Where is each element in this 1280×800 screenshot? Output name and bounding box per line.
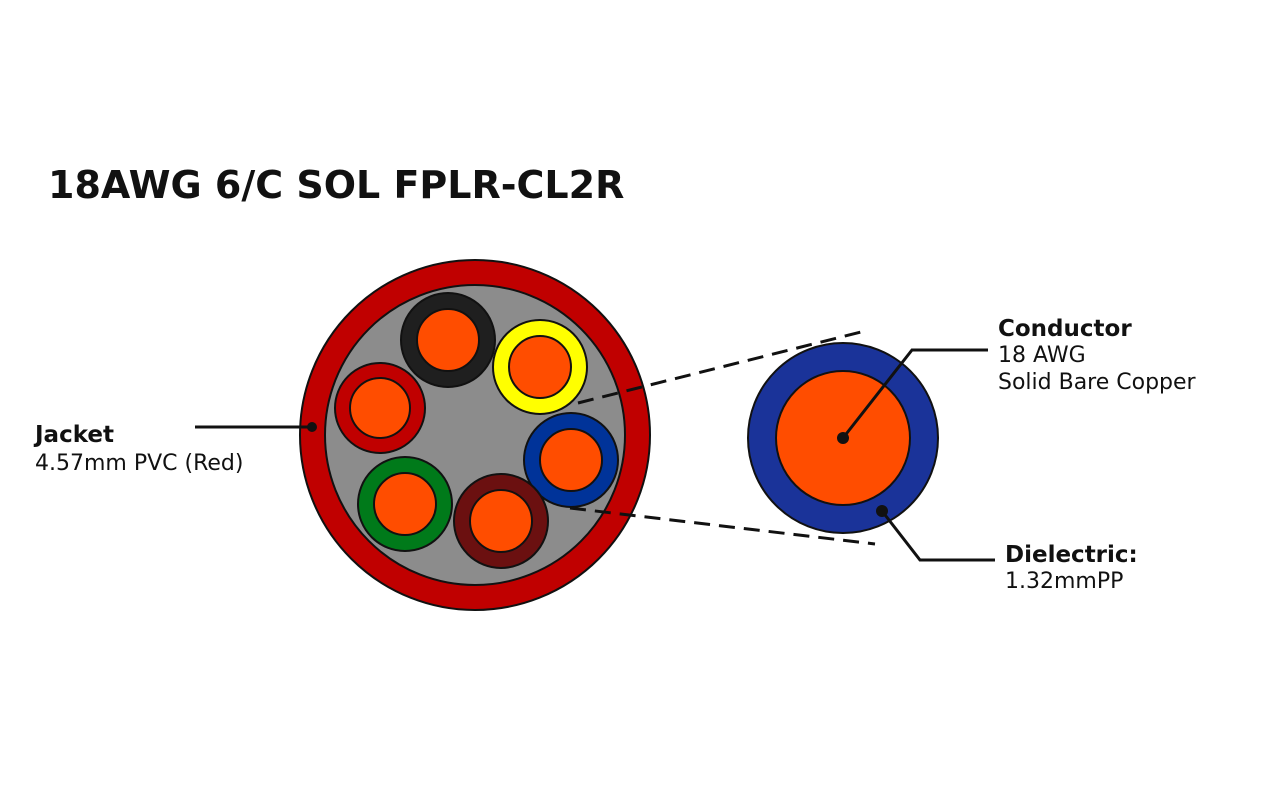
copper-core [416, 308, 480, 372]
dielectric-detail: 1.32mmPP [1005, 569, 1123, 594]
copper-core [373, 472, 437, 536]
cable-cross-section [299, 259, 651, 611]
copper-core [349, 377, 411, 439]
jacket-heading: Jacket [33, 422, 114, 448]
copper-core [539, 428, 603, 492]
jacket-detail: 4.57mm PVC (Red) [35, 451, 243, 476]
conductor-brown [453, 473, 549, 569]
conductor-heading: Conductor [998, 316, 1132, 342]
conductor-leader-line [841, 348, 988, 439]
zoom-line-lower [569, 506, 876, 546]
dielectric-heading: Dielectric: [1005, 542, 1138, 568]
conductor-yellow [492, 319, 588, 415]
conductor-red [334, 362, 426, 454]
conductor-green [357, 456, 453, 552]
copper-core [508, 335, 572, 399]
conductor-callout: Conductor 18 AWG Solid Bare Copper [837, 316, 1197, 444]
cable-title: 18AWG 6/C SOL FPLR-CL2R [48, 163, 624, 207]
copper-core [469, 489, 533, 553]
conductor-gauge: 18 AWG [998, 343, 1086, 368]
dielectric-callout: Dielectric: 1.32mmPP [876, 505, 1138, 594]
conductor-blue [523, 412, 619, 508]
dielectric-leader-line [880, 510, 995, 562]
jacket-pointer-dot [307, 422, 317, 432]
conductor-black [400, 292, 496, 388]
jacket-callout: Jacket 4.57mm PVC (Red) [33, 422, 317, 476]
dielectric-pointer-dot [876, 505, 888, 517]
conductor-pointer-dot [837, 432, 849, 444]
conductor-material: Solid Bare Copper [998, 370, 1197, 395]
